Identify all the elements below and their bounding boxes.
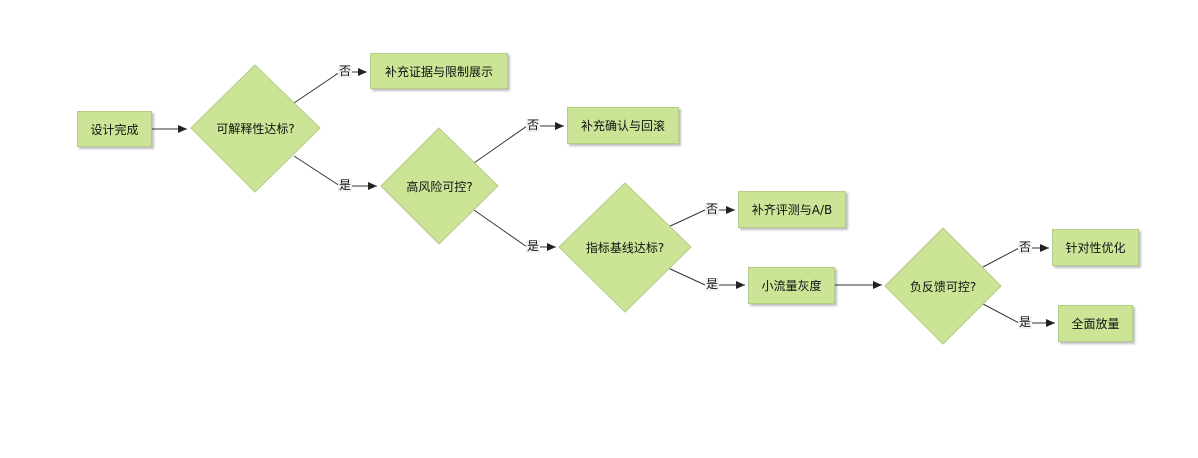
edge-label-no-3: 否: [705, 202, 720, 216]
node-add-eval: 补齐评测与A/B: [738, 191, 846, 228]
edge-negative-no: [982, 247, 1020, 268]
decision-risk-label: 高风险可控?: [406, 179, 473, 194]
edge-label-yes-2: 是: [526, 239, 541, 253]
node-full-release: 全面放量: [1058, 305, 1133, 342]
node-add-confirm: 补充确认与回滚: [567, 107, 679, 144]
decision-explainability-label: 可解释性达标?: [216, 122, 295, 136]
edge-explain-yes: [293, 155, 341, 187]
edge-label-no-1: 否: [338, 64, 353, 78]
node-add-evidence: 补充证据与限制展示: [370, 53, 508, 89]
edge-label-yes-3: 是: [705, 277, 720, 291]
node-targeted-opt: 针对性优化: [1052, 229, 1139, 266]
node-small-traffic: 小流量灰度: [748, 267, 835, 304]
edge-label-no-4: 否: [1018, 240, 1033, 254]
decision-baseline: 指标基线达标?: [558, 182, 692, 313]
diamond-shape: [884, 227, 1002, 345]
edge-explain-no: [293, 71, 341, 104]
diamond-shape: [190, 64, 321, 193]
decision-explainability: 可解释性达标?: [190, 64, 321, 193]
edge-risk-no: [473, 125, 528, 164]
edge-label-yes-1: 是: [338, 178, 353, 192]
edge-label-yes-4: 是: [1018, 315, 1033, 329]
edge-negative-yes: [982, 303, 1020, 324]
edge-baseline-no: [665, 209, 706, 229]
edge-risk-yes: [473, 209, 528, 248]
diamond-shape: [380, 127, 499, 245]
node-design-done: 设计完成: [77, 111, 152, 147]
decision-risk: 高风险可控?: [380, 127, 499, 245]
edge-label-no-2: 否: [526, 118, 541, 132]
decision-baseline-label: 指标基线达标?: [585, 241, 665, 255]
diamond-shape: [558, 182, 692, 313]
edge-baseline-yes: [665, 266, 706, 286]
decision-negative-feedback: 负反馈可控?: [884, 227, 1002, 345]
decision-negative-feedback-label: 负反馈可控?: [909, 279, 977, 294]
